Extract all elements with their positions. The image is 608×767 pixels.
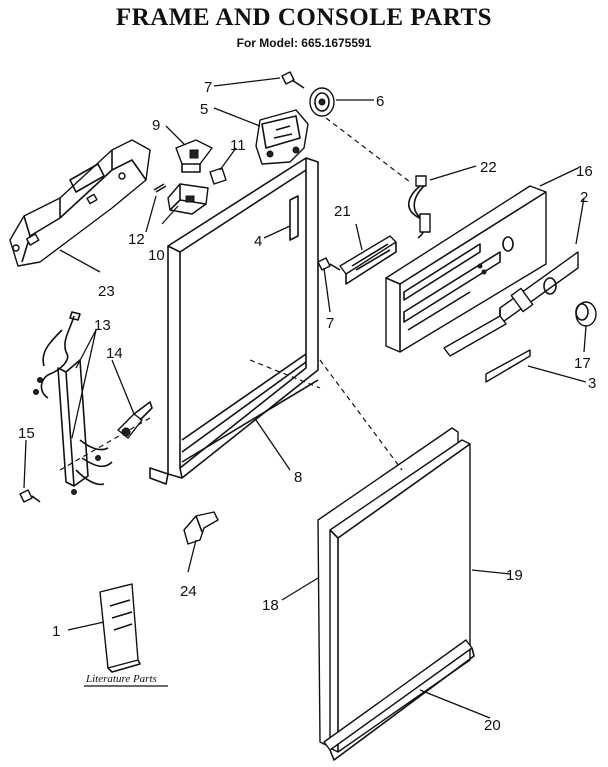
part-7-screw-top xyxy=(281,71,305,89)
part-19-door-panel xyxy=(329,439,471,753)
part-11-clip xyxy=(209,167,227,185)
part-14-switch xyxy=(117,401,153,439)
callout-11: 11 xyxy=(230,137,246,154)
callout-12: 12 xyxy=(128,231,145,248)
callout-4: 4 xyxy=(254,233,262,250)
callout-7-top: 7 xyxy=(204,79,212,96)
callout-23: 23 xyxy=(98,283,115,300)
part-5-latch xyxy=(255,109,309,165)
part-10-bracket xyxy=(167,183,209,215)
literature-parts-label: Literature Parts xyxy=(85,673,157,685)
callout-15: 15 xyxy=(18,425,35,442)
callout-13: 13 xyxy=(94,317,111,334)
callout-20: 20 xyxy=(484,717,501,734)
part-6-knob xyxy=(309,87,335,117)
part-20-bottom-trim xyxy=(323,639,475,761)
callout-19: 19 xyxy=(506,567,523,584)
page-title: FRAME AND CONSOLE PARTS xyxy=(115,4,493,31)
part-16-console-panel xyxy=(385,185,547,353)
callout-6: 6 xyxy=(376,93,384,110)
callout-1: 1 xyxy=(52,623,60,640)
part-15-screw xyxy=(19,489,41,503)
part-label-plate xyxy=(443,315,507,357)
part-24-hinge-clip xyxy=(183,511,219,545)
callout-24: 24 xyxy=(180,583,197,600)
part-17-knob xyxy=(575,301,597,327)
part-1-literature-booklet xyxy=(84,583,168,687)
part-12-pin xyxy=(153,183,167,193)
part-9-bracket xyxy=(175,139,213,173)
callout-8: 8 xyxy=(294,469,302,486)
callout-17: 17 xyxy=(574,355,591,372)
part-8-door-frame xyxy=(149,157,319,485)
callout-3: 3 xyxy=(588,375,596,392)
callout-2: 2 xyxy=(580,189,588,206)
callout-22: 22 xyxy=(480,159,497,176)
callout-18: 18 xyxy=(262,597,279,614)
callout-21: 21 xyxy=(334,203,351,220)
part-22-wire-connector xyxy=(408,175,431,239)
part-21-bracket xyxy=(339,235,397,285)
callout-9: 9 xyxy=(152,117,160,134)
callout-5: 5 xyxy=(200,101,208,118)
part-3-strip xyxy=(485,349,531,383)
model-subtitle: For Model: 665.1675591 xyxy=(236,36,372,50)
callout-7-side: 7 xyxy=(326,315,334,332)
callout-14: 14 xyxy=(106,345,123,362)
callout-16: 16 xyxy=(576,163,593,180)
leader-lines xyxy=(23,77,587,719)
part-7-screw-side xyxy=(317,257,341,271)
part-13-wire-harness xyxy=(33,311,113,495)
part-23-control-housing xyxy=(9,139,151,267)
callout-labels: 7 5 6 9 11 12 10 23 4 21 7 22 16 2 17 3 … xyxy=(18,79,596,734)
callout-10: 10 xyxy=(148,247,165,264)
